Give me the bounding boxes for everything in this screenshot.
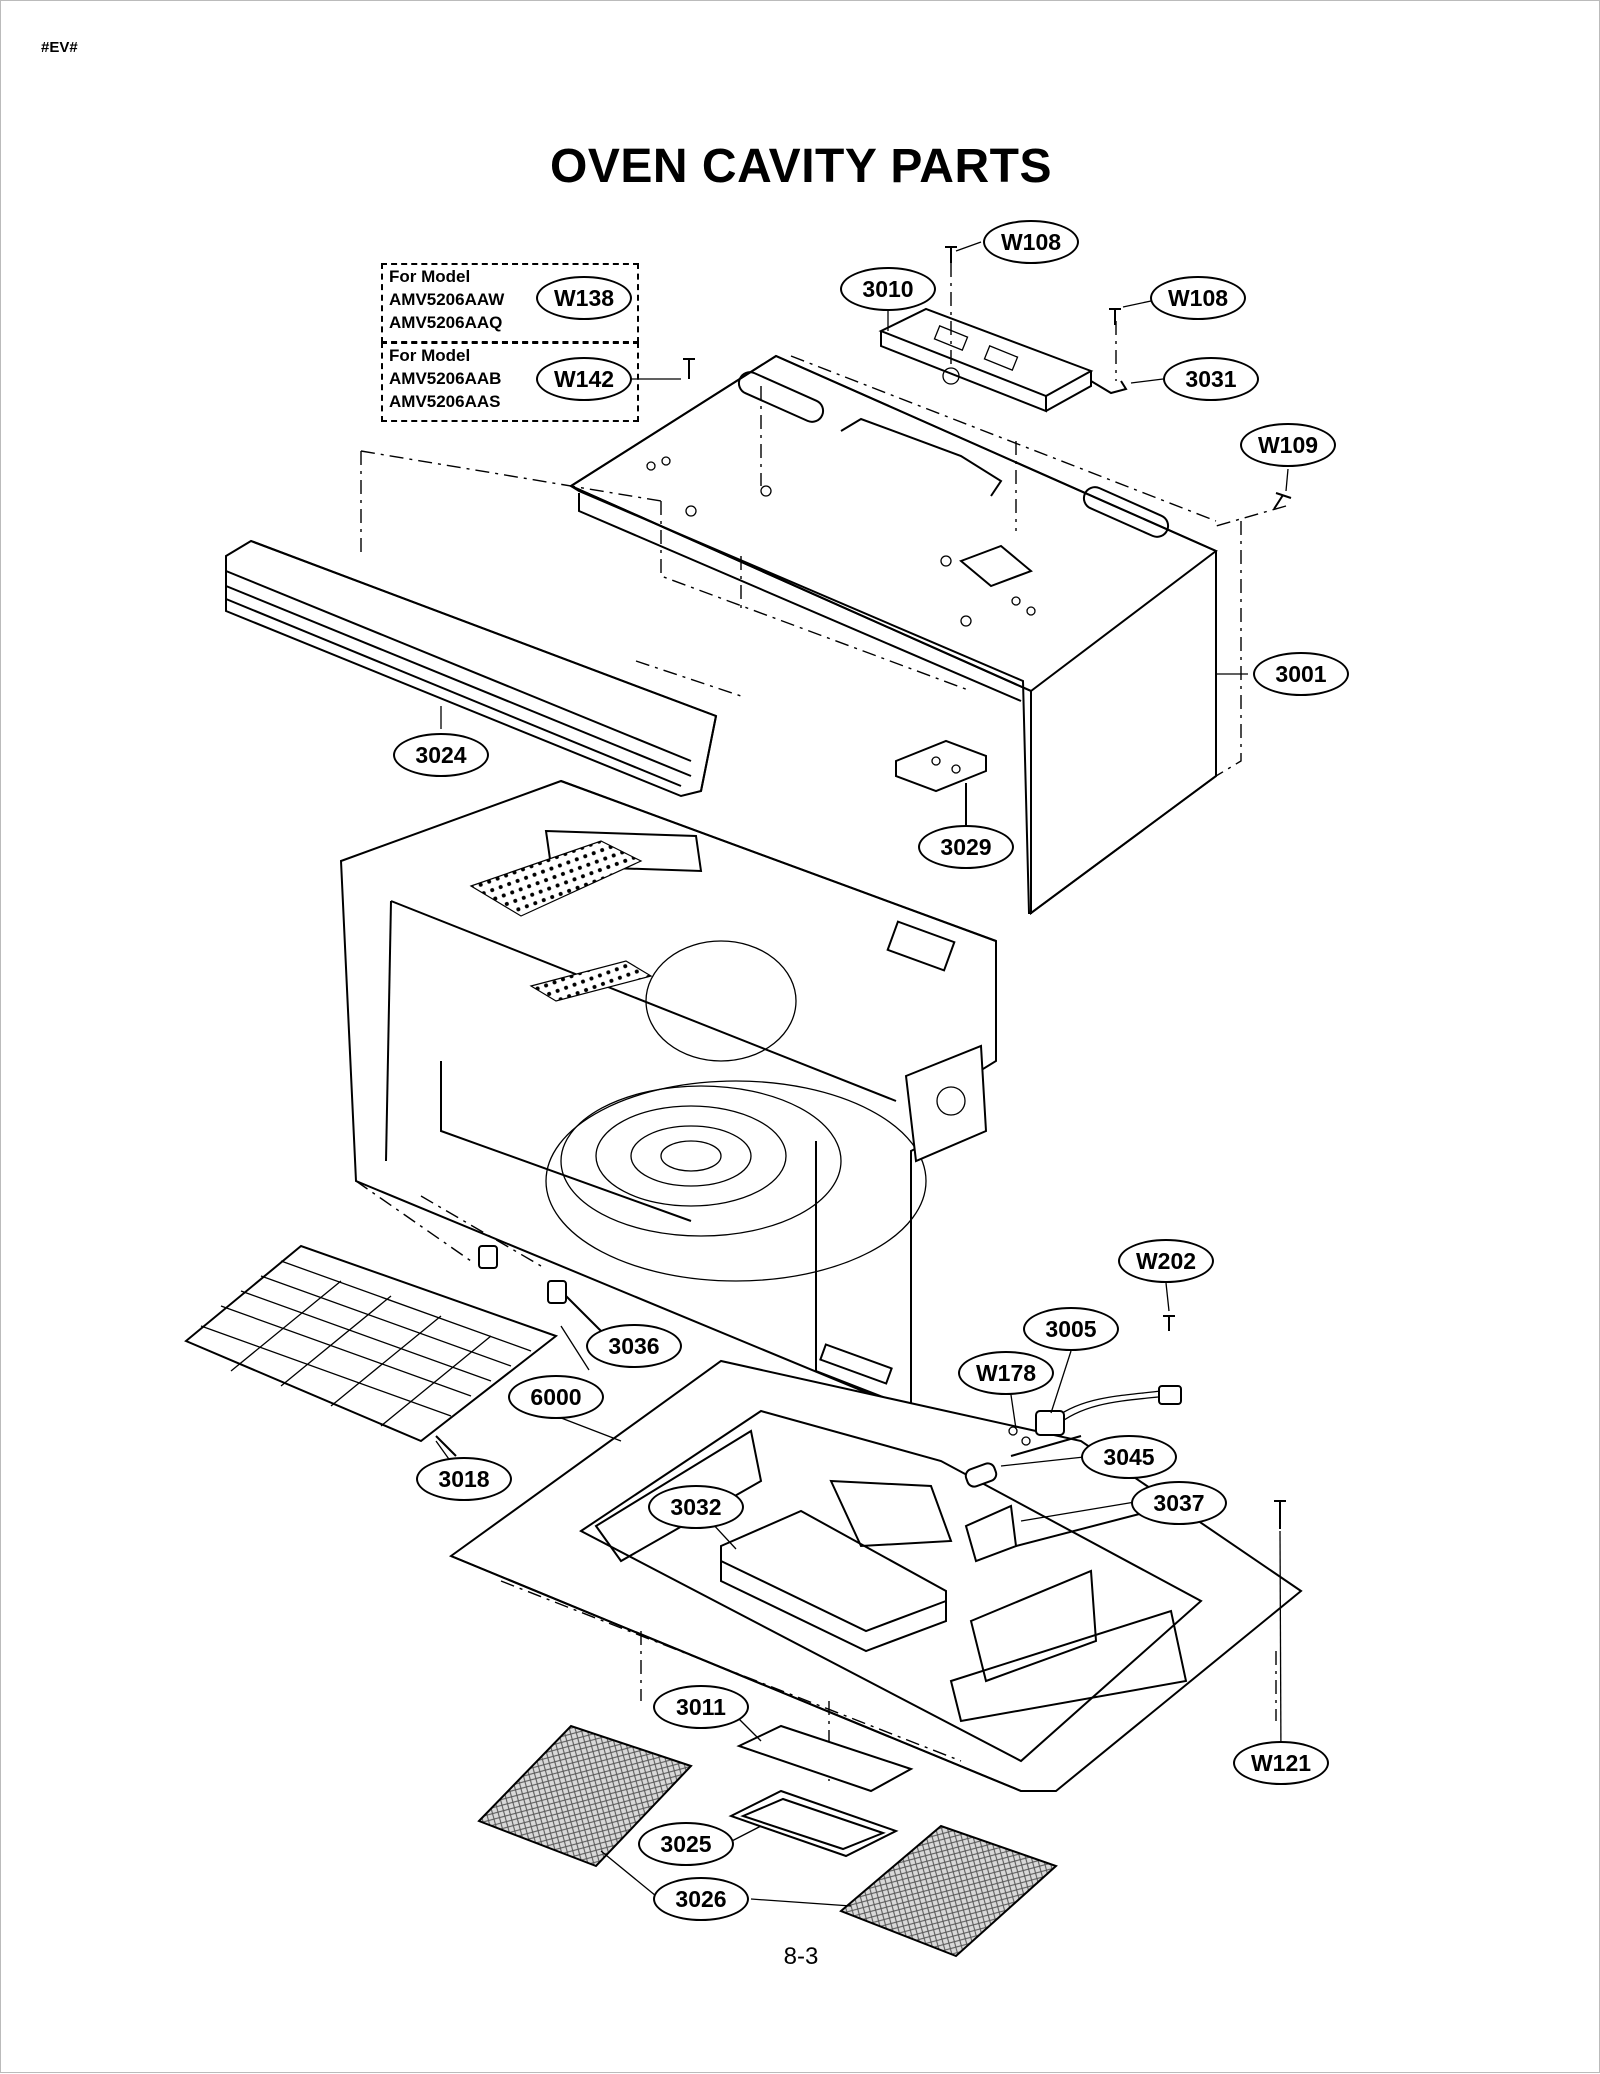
- callout-3018: 3018: [416, 1457, 512, 1501]
- clips-3036-drawing: [478, 1245, 602, 1332]
- header-tag: #EV#: [41, 39, 78, 56]
- callout-3011: 3011: [653, 1685, 749, 1729]
- vent-grille-drawing: [225, 450, 742, 798]
- callout-3025: 3025: [638, 1822, 734, 1866]
- outer-case-drawing: [568, 354, 1242, 915]
- note-heading: For Model: [389, 267, 471, 286]
- note-model: AMV5206AAS: [389, 392, 501, 411]
- callout-w109: W109: [1240, 423, 1336, 467]
- callout-w202: W202: [1118, 1239, 1214, 1283]
- model-note-w142: For Model AMV5206AAB AMV5206AAS: [381, 342, 639, 422]
- callout-w178: W178: [958, 1351, 1054, 1395]
- oven-cavity-drawing: [339, 779, 997, 1413]
- base-small-parts-drawing: [964, 1385, 1182, 1563]
- note-heading: For Model: [389, 346, 471, 365]
- note-model: AMV5206AAW: [389, 290, 505, 309]
- callout-w108: W108: [1150, 276, 1246, 320]
- note-model: AMV5206AAQ: [389, 313, 503, 332]
- base-plate-drawing: [448, 1359, 1303, 1792]
- callout-3024: 3024: [393, 733, 489, 777]
- model-note-w138: For Model AMV5206AAW AMV5206AAQ: [381, 263, 639, 343]
- screws-drawing: [683, 246, 1292, 1529]
- note-model: AMV5206AAB: [389, 369, 502, 388]
- callout-3036: 3036: [586, 1324, 682, 1368]
- callout-w108: W108: [983, 220, 1079, 264]
- callout-3031: 3031: [1163, 357, 1259, 401]
- callout-w142: W142: [536, 357, 632, 401]
- page-title: OVEN CAVITY PARTS: [550, 140, 1052, 193]
- callout-3001: 3001: [1253, 652, 1349, 696]
- callout-w121: W121: [1233, 1741, 1329, 1785]
- callout-3032: 3032: [648, 1485, 744, 1529]
- filters-drawing: [477, 1724, 1058, 1958]
- callout-3010: 3010: [840, 267, 936, 311]
- callout-3026: 3026: [653, 1877, 749, 1921]
- callout-3037: 3037: [1131, 1481, 1227, 1525]
- rack-drawing: [184, 1244, 559, 1457]
- bracket-3029-drawing: [895, 739, 987, 831]
- page-number: 8-3: [783, 1943, 819, 1970]
- top-bracket-drawing: [760, 263, 1287, 531]
- callout-w138: W138: [536, 276, 632, 320]
- callout-3005: 3005: [1023, 1307, 1119, 1351]
- callout-3045: 3045: [1081, 1435, 1177, 1479]
- callout-6000: 6000: [508, 1375, 604, 1419]
- callout-3029: 3029: [918, 825, 1014, 869]
